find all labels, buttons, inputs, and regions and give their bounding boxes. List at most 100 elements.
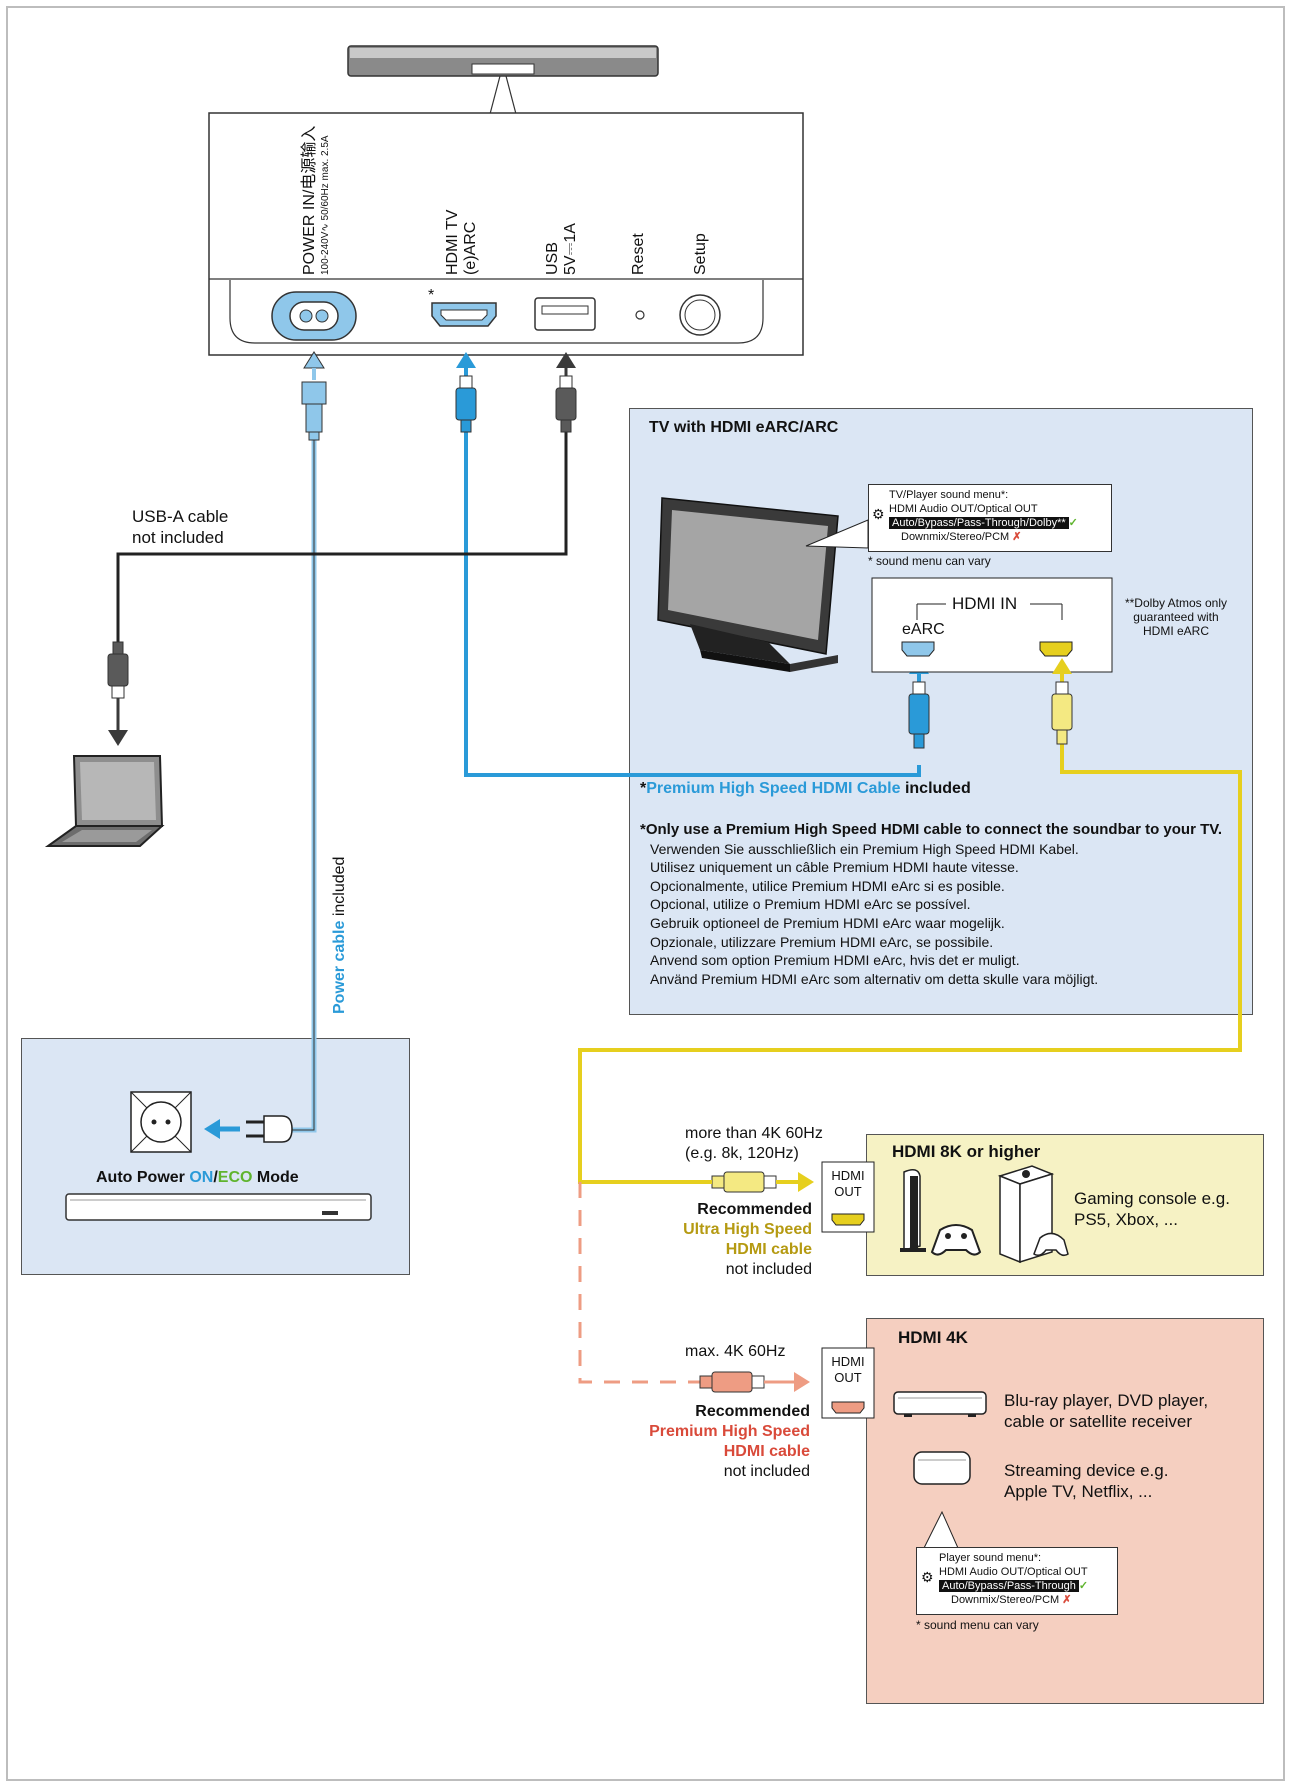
reset-label: Reset <box>630 233 647 275</box>
xbox-console-icon <box>997 1165 1069 1264</box>
gaming-console-line2: PS5, Xbox, ... <box>1074 1210 1178 1229</box>
hdmi-out-4k-box <box>821 1347 875 1419</box>
auto-power-prefix: Auto Power <box>96 1169 190 1186</box>
hdmi-out-8k-box <box>821 1161 875 1233</box>
fourk-spec: max. 4K 60Hz <box>685 1343 786 1360</box>
hdmi-cable-name: Premium High Speed HDMI Cable <box>646 780 901 797</box>
gear-icon: ⚙ <box>921 1569 934 1585</box>
fourk-not-included: not included <box>723 1463 810 1480</box>
player-menu-bad: Downmix/Stereo/PCM <box>951 1594 1060 1606</box>
power-cable <box>286 351 327 1133</box>
hdmi-out-4k-label: HDMI OUT <box>822 1354 874 1386</box>
tv-menu-bad-row: Downmix/Stereo/PCM ✗ <box>889 530 1105 544</box>
hdmi-tv-label: HDMI TV (e)ARC <box>444 165 480 275</box>
power-panel <box>21 1038 410 1275</box>
eightk-recommend: Recommended Ultra High Speed HDMI cable … <box>570 1200 812 1280</box>
reset-hole-icon <box>635 310 645 320</box>
usb-port-icon <box>534 297 596 331</box>
streaming-line1: Streaming device e.g. <box>1004 1461 1169 1480</box>
eightk-not-included: not included <box>725 1261 812 1278</box>
hdmi-port-asterisk: * <box>428 287 435 304</box>
hdmi-out-8k-l1: HDMI <box>831 1168 865 1183</box>
setup-button-icon <box>679 294 721 336</box>
gaming-console-line1: Gaming console e.g. <box>1074 1189 1230 1208</box>
power-in-label: POWER IN/电源输入 100-240V∿ 50/60Hz max. 2.5… <box>301 115 333 275</box>
hdmi-4k-cable <box>578 1182 810 1393</box>
eightk-spec2: (e.g. 8k, 120Hz) <box>685 1145 799 1162</box>
tv-menu-highlight: Auto/Bypass/Pass-Through/Dolby** <box>889 517 1069 529</box>
hdmi-in-label: HDMI IN <box>952 594 1018 613</box>
dolby-note-line2: guaranteed with <box>1133 610 1219 624</box>
auto-power-label: Auto Power ON/ECO Mode <box>96 1168 299 1188</box>
gamepad-icon <box>930 1224 982 1256</box>
dolby-note-line1: **Dolby Atmos only <box>1124 596 1228 610</box>
notice-de: Verwenden Sie ausschließlich ein Premium… <box>650 840 1079 857</box>
bluray-line2: cable or satellite receiver <box>1004 1412 1193 1431</box>
dolby-note-line3: HDMI eARC <box>1142 624 1209 638</box>
notice-translations: Verwenden Sie ausschließlich ein Premium… <box>640 840 1222 989</box>
eightk-spec: more than 4K 60Hz (e.g. 8k, 120Hz) <box>685 1124 823 1164</box>
notice-fr: Utilisez uniquement un câble Premium HDM… <box>650 859 1019 876</box>
power-cable-name: Power cable <box>331 920 348 1014</box>
hdmi-8k-title: HDMI 8K or higher <box>892 1142 1041 1161</box>
bluray-label: Blu-ray player, DVD player, cable or sat… <box>1004 1390 1208 1432</box>
player-menu-highlight-row: Auto/Bypass/Pass-Through✓ <box>939 1579 1113 1593</box>
usb-spec: 5V⎓1A <box>562 223 579 275</box>
hdmi-out-4k-l2: OUT <box>834 1370 862 1385</box>
gear-icon: ⚙ <box>872 506 885 522</box>
tv-menu-note: * sound menu can vary <box>868 554 991 568</box>
ps5-console-icon <box>900 1169 926 1252</box>
hdmi-cable-asterisk: * <box>640 780 647 797</box>
fourk-recommend: Recommended Premium High Speed HDMI cabl… <box>560 1402 810 1482</box>
usb-cable <box>107 352 577 746</box>
fourk-rec: Recommended <box>695 1403 810 1420</box>
laptop-icon <box>44 755 165 847</box>
cross-icon: ✗ <box>1062 1594 1072 1606</box>
usb-cable-line1: USB-A cable <box>132 507 229 526</box>
power-plug-icon <box>204 1115 293 1143</box>
player-sound-menu: ⚙ Player sound menu*: HDMI Audio OUT/Opt… <box>916 1547 1118 1615</box>
player-menu-highlight: Auto/Bypass/Pass-Through <box>939 1580 1079 1592</box>
check-icon: ✓ <box>1068 517 1078 529</box>
usb-cable-label: USB-A cable not included <box>132 506 228 548</box>
hdmi-4k-panel <box>866 1318 1264 1704</box>
cross-icon: ✗ <box>1012 531 1022 543</box>
notice-da: Anvend som option Premium HDMI eArc, hvi… <box>650 952 1020 969</box>
tv-menu-highlight-row: Auto/Bypass/Pass-Through/Dolby**✓ <box>889 516 1105 530</box>
streaming-line2: Apple TV, Netflix, ... <box>1004 1482 1153 1501</box>
hdmi-cable-suffix: included <box>900 780 971 797</box>
tv-menu-title: TV/Player sound menu*: <box>889 489 1009 501</box>
notice-nl: Gebruik optioneel de Premium HDMI eArc w… <box>650 914 1005 931</box>
notice-es: Opcionalmente, utilice Premium HDMI eArc… <box>650 877 1005 894</box>
power-cable-label: Power cable included <box>330 857 350 1014</box>
notice-first: Only use a Premium High Speed HDMI cable… <box>645 821 1223 838</box>
wall-socket-icon <box>130 1091 192 1153</box>
eightk-rec: Recommended <box>697 1201 812 1218</box>
hdmi-tv-sub: (e)ARC <box>462 221 479 275</box>
diagram-frame <box>6 6 1285 1781</box>
gaming-console-label: Gaming console e.g. PS5, Xbox, ... <box>1074 1188 1230 1230</box>
hdmi-4k-title: HDMI 4K <box>898 1328 968 1347</box>
tv-icon <box>657 497 869 672</box>
power-in-text: POWER IN/电源输入 <box>301 125 318 275</box>
eightk-spec1: more than 4K 60Hz <box>685 1125 823 1142</box>
power-cable-suffix: included <box>331 856 348 921</box>
power-port-icon <box>271 291 357 341</box>
tv-menu-line1: HDMI Audio OUT/Optical OUT <box>889 503 1038 515</box>
setup-label: Setup <box>692 233 709 275</box>
usb-label: USB 5V⎓1A <box>544 195 580 275</box>
player-menu-title: Player sound menu*: <box>939 1552 1042 1564</box>
tv-hdmi-in-box <box>871 577 1113 673</box>
hdmi-out-4k-l1: HDMI <box>831 1354 865 1369</box>
usb-text: USB <box>544 242 561 275</box>
usb-cable-line2: not included <box>132 528 224 547</box>
hdmi-tv-text: HDMI TV <box>444 209 461 275</box>
soundbar-front-icon <box>65 1193 372 1221</box>
eightk-cable1: Ultra High Speed <box>683 1221 812 1238</box>
hdmi-port-icon <box>431 302 497 327</box>
hdmi-notice: *Only use a Premium High Speed HDMI cabl… <box>640 821 1222 988</box>
bluray-line1: Blu-ray player, DVD player, <box>1004 1391 1209 1410</box>
check-icon: ✓ <box>1078 1580 1089 1592</box>
eightk-cable2: HDMI cable <box>725 1241 812 1258</box>
hdmi-out-8k-label: HDMI OUT <box>822 1168 874 1200</box>
